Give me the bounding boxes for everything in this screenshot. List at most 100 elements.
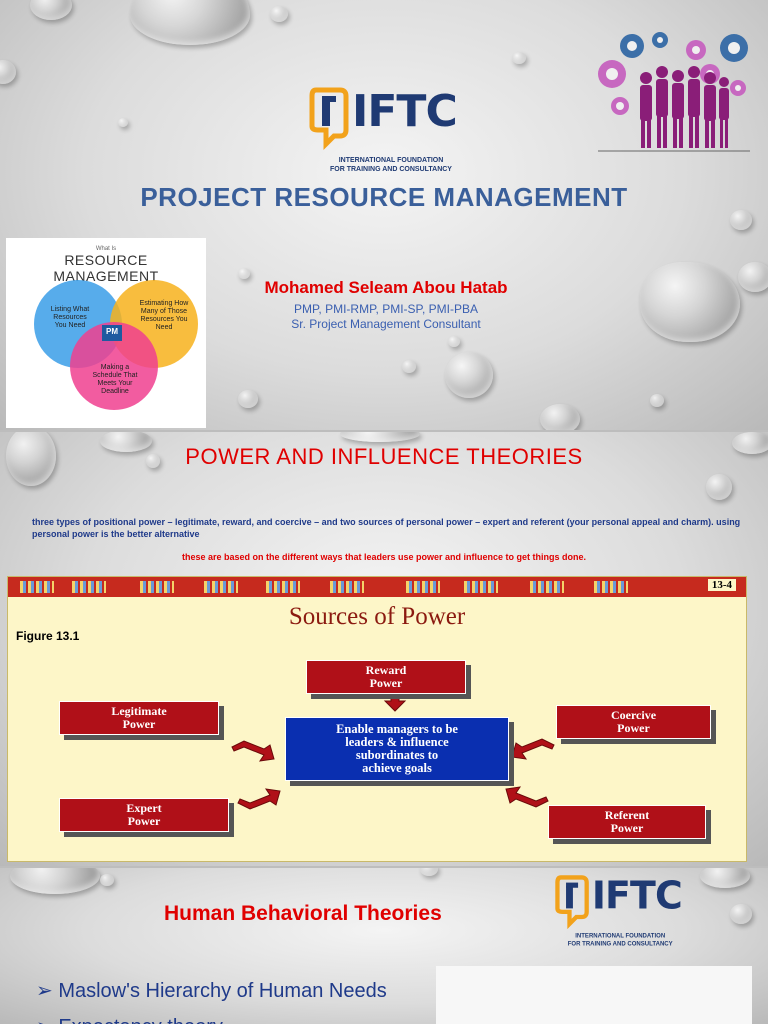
water-drop-decoration xyxy=(10,868,100,894)
water-drop-decoration xyxy=(512,52,526,64)
iftc-logo-icon xyxy=(309,87,349,151)
venn-circles xyxy=(34,280,198,410)
iftc-logo-icon xyxy=(555,875,589,930)
logo-subtitle: INTERNATIONAL FOUNDATION FOR TRAINING AN… xyxy=(316,156,466,174)
water-drop-decoration xyxy=(730,904,752,924)
venn-text-line: Making a xyxy=(100,364,130,371)
water-drop-decoration xyxy=(448,336,460,347)
water-drop-decoration xyxy=(0,60,16,84)
venn-text-line: Resources You xyxy=(140,316,188,323)
water-drop-decoration xyxy=(732,432,768,454)
logo-subtitle-line: FOR TRAINING AND CONSULTANCY xyxy=(330,166,452,173)
water-drop-decoration xyxy=(238,390,258,408)
venn-text-line: Many of Those xyxy=(140,308,188,315)
water-drop-decoration xyxy=(146,454,160,468)
venn-right-text: Estimating How Many of Those Resources Y… xyxy=(132,300,196,332)
venn-text-line: Listing What xyxy=(50,306,90,313)
water-drop-decoration xyxy=(445,352,493,398)
credentials-line: PMP, PMI-RMP, PMI-SP, PMI-PBA xyxy=(293,302,479,316)
venn-text-line: Deadline xyxy=(101,388,129,395)
water-drop-decoration xyxy=(100,432,152,452)
box-text-line: Referent xyxy=(604,808,650,822)
water-drop-decoration xyxy=(420,868,438,876)
figure-arrows xyxy=(231,693,555,810)
author-name: Mohamed Seleam Abou Hatab xyxy=(264,278,508,297)
bullet-arrow-icon: ➢ xyxy=(36,980,53,1002)
water-drop-decoration xyxy=(130,0,250,45)
enable-managers-box: Enable managers to be leaders & influenc… xyxy=(285,717,509,781)
figure-page-number: 13-4 xyxy=(707,579,736,591)
venn-heading-line: RESOURCE xyxy=(64,252,148,268)
venn-text-line: Need xyxy=(155,324,173,331)
logo-subtitle-line: INTERNATIONAL FOUNDATION xyxy=(575,933,666,940)
venn-bottom-text: Making a Schedule That Meets Your Deadli… xyxy=(80,364,150,396)
venn-small-label: What Is xyxy=(95,246,117,252)
slide-title: POWER AND INFLUENCE THEORIES xyxy=(185,444,583,469)
box-text-line: Expert xyxy=(126,801,162,815)
image-placeholder xyxy=(436,966,752,1024)
slide-title: Human Behavioral Theories xyxy=(164,902,442,925)
bullet-item: ➢ Maslow's Hierarchy of Human Needs xyxy=(36,978,387,1003)
logo-wordmark: IFTC xyxy=(352,86,458,137)
logo-subtitle: INTERNATIONAL FOUNDATION FOR TRAINING AN… xyxy=(556,932,685,947)
logo-subtitle-line: INTERNATIONAL FOUNDATION xyxy=(338,157,444,164)
iftc-logo: IFTC INTERNATIONAL FOUNDATION FOR TRAINI… xyxy=(308,86,458,173)
bullet-text: Maslow's Hierarchy of Human Needs xyxy=(58,980,387,1002)
power-description: three types of positional power – legiti… xyxy=(32,517,741,539)
water-drop-decoration xyxy=(30,0,72,20)
water-drop-decoration xyxy=(340,432,420,442)
box-text-line: Power xyxy=(122,717,156,731)
team-gears-illustration xyxy=(598,32,750,152)
water-drop-decoration xyxy=(118,118,128,127)
box-text-line: achieve goals xyxy=(362,761,432,775)
venn-text-line: You Need xyxy=(54,322,86,329)
box-text-line: Power xyxy=(369,676,403,690)
water-drop-decoration xyxy=(640,262,740,342)
water-drop-decoration xyxy=(650,394,664,407)
power-note: these are based on the different ways th… xyxy=(181,552,587,562)
logo-wordmark: IFTC xyxy=(591,874,683,918)
figure-label: Figure 13.1 xyxy=(16,629,80,643)
resource-management-venn: What Is RESOURCE MANAGEMENT Listing What… xyxy=(6,238,206,428)
box-text-line: Enable managers to be xyxy=(336,722,458,736)
figure-title: Sources of Power xyxy=(288,603,466,630)
iftc-logo: IFTC INTERNATIONAL FOUNDATION FOR TRAINI… xyxy=(554,874,683,947)
water-drop-decoration xyxy=(730,210,752,230)
water-drop-decoration xyxy=(706,474,732,500)
water-drop-decoration xyxy=(540,404,580,430)
box-text-line: Reward xyxy=(365,663,407,677)
venn-left-text: Listing What Resources You Need xyxy=(40,306,100,330)
water-drop-decoration xyxy=(238,268,250,279)
slide-power-and-influence: POWER AND INFLUENCE THEORIES three types… xyxy=(0,432,768,866)
author-role: Sr. Project Management Consultant xyxy=(291,317,481,331)
water-drop-decoration xyxy=(402,360,416,373)
venn-text-line: Estimating How xyxy=(139,300,189,307)
water-drop-decoration xyxy=(270,6,288,22)
logo-subtitle-line: FOR TRAINING AND CONSULTANCY xyxy=(567,941,673,948)
slide-human-behavioral-theories: Human Behavioral Theories IFTC INTERNATI… xyxy=(0,868,768,1024)
water-drop-decoration xyxy=(738,262,768,292)
water-drop-decoration xyxy=(6,432,56,486)
author-block: Mohamed Seleam Abou Hatab PMP, PMI-RMP, … xyxy=(196,278,576,332)
box-text-line: Legitimate xyxy=(111,704,167,718)
water-drop-decoration xyxy=(700,868,750,888)
venn-pm-badge: PM xyxy=(106,327,118,336)
box-text-line: Power xyxy=(617,721,650,735)
slide-project-resource-management: IFTC INTERNATIONAL FOUNDATION FOR TRAINI… xyxy=(0,0,768,430)
water-drop-decoration xyxy=(100,874,114,886)
decorative-band xyxy=(8,577,746,597)
bullet-text: Expectancy theory xyxy=(58,1016,223,1024)
bullet-arrow-icon: ➢ xyxy=(36,1016,53,1024)
box-text-line: Power xyxy=(610,821,644,835)
box-text-line: Power xyxy=(127,814,161,828)
author-credentials: PMP, PMI-RMP, PMI-SP, PMI-PBA Sr. Projec… xyxy=(196,302,576,332)
venn-heading: RESOURCE MANAGEMENT xyxy=(6,252,206,284)
venn-text-line: Schedule That xyxy=(92,372,138,379)
box-text-line: leaders & influence xyxy=(345,735,449,749)
sources-of-power-figure: 13-4 Sources of Power Figure 13.1 Reward… xyxy=(7,576,747,862)
